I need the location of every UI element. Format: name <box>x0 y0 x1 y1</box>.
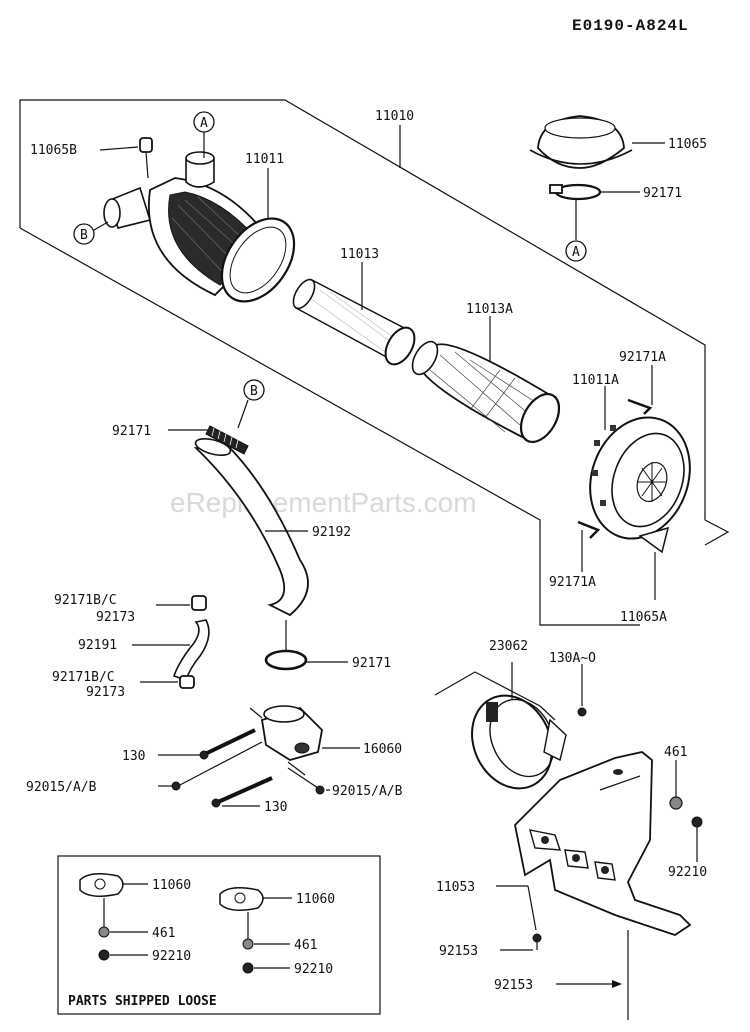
label-92191: 92191 <box>78 638 117 653</box>
fitting-92173-bottom <box>140 675 195 689</box>
strap-bracket-23062 <box>434 671 567 790</box>
hose-92192 <box>193 437 309 617</box>
clamp-92171-lower <box>264 620 308 671</box>
reference-code: E0190-A824L <box>572 17 689 35</box>
callout-a-top-label: A <box>200 116 208 131</box>
label-11013: 11013 <box>340 247 379 262</box>
spring-clamp-92171 <box>205 425 249 455</box>
label-92171-top: 92171 <box>643 186 682 201</box>
fitting-92173-top <box>156 595 207 611</box>
elbow-16060 <box>249 705 323 776</box>
label-92171-clamp: 92171 <box>352 656 391 671</box>
label-92153-2: 92153 <box>494 978 533 993</box>
label-92171A-top: 92171A <box>619 350 666 365</box>
label-11060-a: 11060 <box>152 878 191 893</box>
air-cleaner-housing <box>103 137 296 303</box>
label-92171BC-1: 92171B/C <box>54 593 117 608</box>
outer-filter-11013A <box>411 340 561 443</box>
callout-b-hose-label: B <box>250 384 258 399</box>
clip-92171A-top <box>627 365 653 415</box>
label-11013A: 11013A <box>466 302 513 317</box>
label-92015-right: 92015/A/B <box>332 784 403 799</box>
gasket-11060-a <box>79 873 148 928</box>
label-92210-b: 92210 <box>294 962 333 977</box>
clip-92171A-bottom <box>577 520 601 572</box>
label-92153-1: 92153 <box>439 944 478 959</box>
parts-shipped-loose-note: PARTS SHIPPED LOOSE <box>68 994 217 1009</box>
label-92171-hose: 92171 <box>112 424 151 439</box>
label-92210-right: 92210 <box>668 865 707 880</box>
watermark: eReplacementParts.com <box>170 487 477 518</box>
label-92173-1: 92173 <box>96 610 135 625</box>
callout-a-top: A <box>193 111 215 158</box>
label-130-upper: 130 <box>122 749 145 764</box>
callout-b-hose: B <box>237 379 265 429</box>
washer-461-a <box>98 926 148 938</box>
label-461-right: 461 <box>664 745 687 760</box>
nut-92210-right <box>691 816 703 862</box>
label-16060: 16060 <box>363 742 402 757</box>
gasket-11060-b <box>219 887 292 940</box>
bolt-130-lower <box>211 776 273 808</box>
label-461-a: 461 <box>152 926 175 941</box>
screw-130AO <box>577 664 587 717</box>
label-11065: 11065 <box>668 137 707 152</box>
label-11065A: 11065A <box>620 610 667 625</box>
nut-92210-a <box>98 949 148 961</box>
air-cleaner-assembly-outline <box>19 99 730 626</box>
label-130-lower: 130 <box>264 800 287 815</box>
parts-shipped-loose-box: 11060 461 92210 11060 461 92210 PAR <box>57 855 381 1015</box>
label-11060-b: 11060 <box>296 892 335 907</box>
callout-b-left: B <box>73 221 109 245</box>
label-92192: 92192 <box>312 525 351 540</box>
label-92173-2: 92173 <box>86 685 125 700</box>
label-92210-a: 92210 <box>152 949 191 964</box>
label-11010: 11010 <box>375 109 414 124</box>
label-11011A: 11011A <box>572 373 619 388</box>
label-11011: 11011 <box>245 152 284 167</box>
clamp-92171-top <box>549 183 602 201</box>
callout-b-left-label: B <box>80 228 88 243</box>
washer-461-b <box>242 938 290 950</box>
nut-92015-left <box>171 741 263 791</box>
label-11065B: 11065B <box>30 143 77 158</box>
label-92171BC-2: 92171B/C <box>52 670 115 685</box>
label-130AO: 130A~O <box>549 651 596 666</box>
label-11053: 11053 <box>436 880 475 895</box>
cover-11011A <box>589 416 691 554</box>
label-461-b: 461 <box>294 938 317 953</box>
bolt-92153-2 <box>556 930 629 1020</box>
label-92015-left: 92015/A/B <box>26 780 97 795</box>
nut-92015-right <box>287 767 325 795</box>
small-hose-92191 <box>172 619 210 682</box>
label-23062: 23062 <box>489 639 528 654</box>
nut-92210-b <box>242 962 290 974</box>
callout-a-right: A <box>565 199 587 262</box>
bolt-92153-1 <box>500 933 542 951</box>
callout-a-right-label: A <box>572 245 580 260</box>
panel-11053 <box>514 751 692 936</box>
cap-11065 <box>529 115 633 169</box>
washer-461-right <box>669 760 683 810</box>
label-92171A-bottom: 92171A <box>549 575 596 590</box>
bolt-130-upper <box>199 728 256 760</box>
inner-filter-11013 <box>292 278 416 366</box>
